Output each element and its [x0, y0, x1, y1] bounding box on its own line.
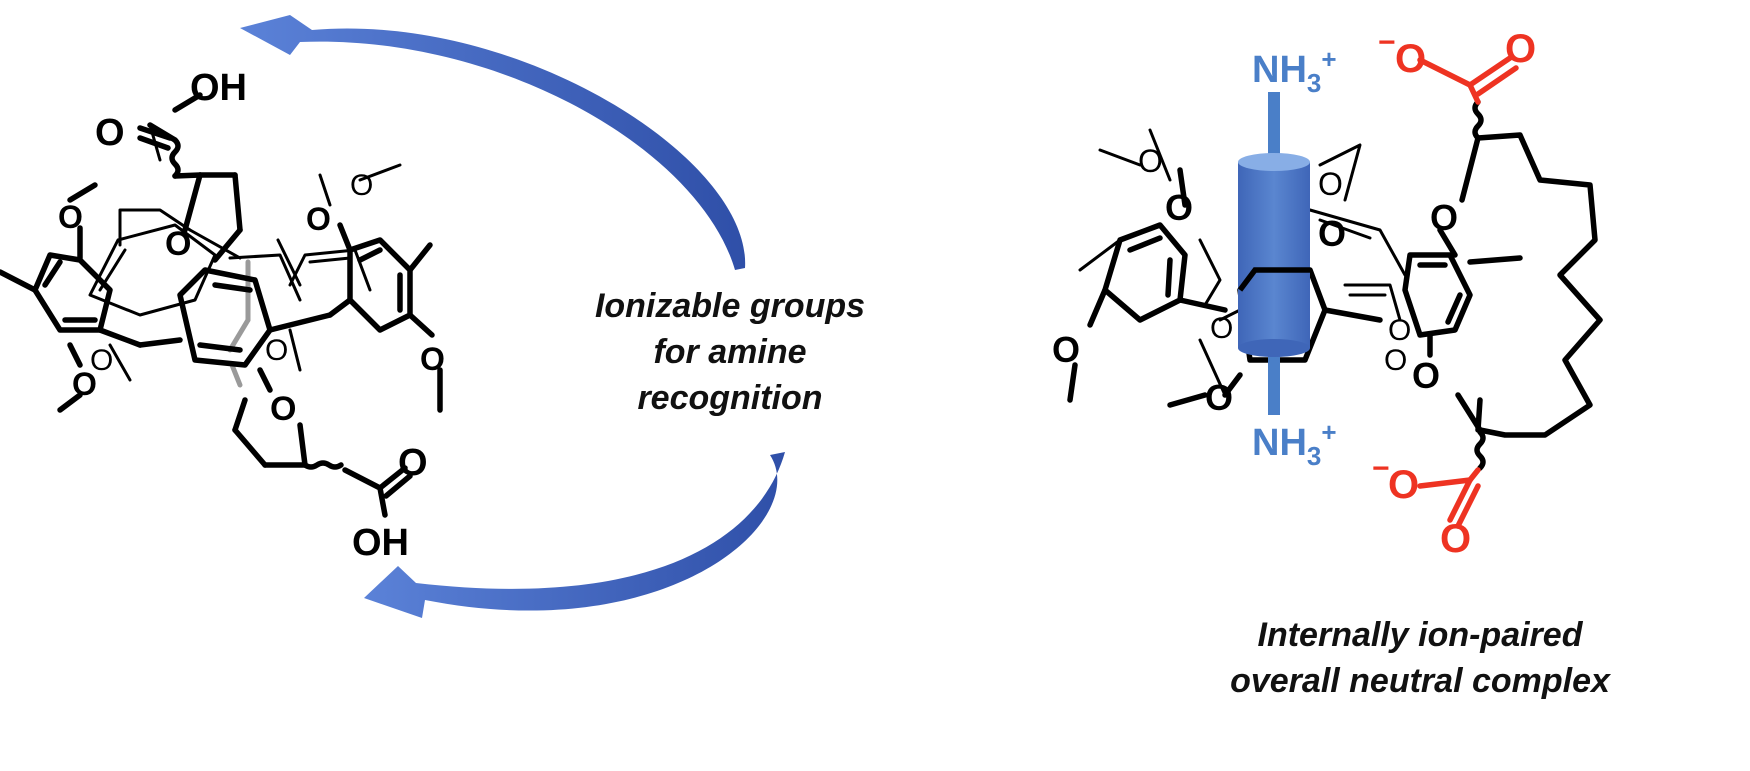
right-methoxy-o-3: O — [1205, 377, 1233, 418]
left-bold-bonds — [0, 92, 443, 518]
bottom-arrow-body — [364, 452, 785, 618]
center-caption-line-2: for amine — [653, 333, 807, 371]
left-bottom-acid-o: O — [398, 442, 428, 484]
right-ether-o-1: O — [1430, 197, 1458, 238]
right-methoxy-o-9: O — [1384, 344, 1407, 377]
carboxylate-bottom-o-double: O — [1440, 517, 1471, 561]
guest-cylinder-bottom — [1238, 339, 1310, 357]
bottom-curved-arrow — [364, 452, 785, 618]
right-methoxy-o-4: O — [1318, 213, 1346, 254]
center-caption-line-3: recognition — [637, 379, 823, 417]
left-methoxy-o-2: O — [72, 366, 97, 402]
guest-rod-bottom — [1268, 345, 1280, 415]
left-ether-o-1: O — [165, 225, 191, 263]
complex-caption: Internally ion-paired overall neutral co… — [1100, 612, 1740, 704]
left-methoxy-o-5: O — [350, 169, 373, 202]
left-atom-labels: OH O O OH O O O O O O O O O — [58, 67, 445, 564]
right-methoxy-o-5: O — [1138, 143, 1163, 179]
center-caption-line-1: Ionizable groups — [594, 287, 866, 325]
right-methoxy-o-7: O — [1210, 312, 1233, 345]
left-ether-o-2: O — [270, 390, 296, 428]
left-methoxy-o-3: O — [420, 341, 445, 377]
right-carboxylates — [1417, 55, 1519, 529]
left-bottom-acid-oh: OH — [352, 522, 409, 564]
left-top-acid-oh: OH — [190, 67, 247, 109]
guest-cylinder-body — [1238, 162, 1310, 348]
right-thin-rings — [1078, 128, 1407, 397]
carboxylate-top-charge: − — [1378, 26, 1396, 59]
right-methoxy-o-8: O — [1388, 314, 1411, 347]
carboxylate-bottom-charge: − — [1372, 452, 1390, 485]
top-arrow-body — [240, 15, 746, 270]
right-methoxy-o-1: O — [1165, 187, 1193, 228]
carboxylate-top-o-double: O — [1505, 27, 1536, 71]
center-caption: Ionizable groups for amine recognition — [560, 283, 900, 421]
ammonium-bottom-label: NH3+ — [1252, 417, 1337, 471]
carboxylate-bottom-o-single: O — [1388, 463, 1419, 507]
left-top-acid-o: O — [95, 112, 125, 154]
right-methoxy-o-6: O — [1318, 166, 1343, 202]
left-methoxy-o-7: O — [265, 334, 288, 367]
left-carbonyl-bonds — [137, 125, 413, 499]
ammonium-top-label: NH3+ — [1252, 44, 1337, 98]
carboxylate-top-o-single: O — [1395, 37, 1426, 81]
right-ether-o-2: O — [1412, 355, 1440, 396]
left-methoxy-o-6: O — [90, 344, 113, 377]
right-atom-labels: NH3+ NH3+ − O O − O O O O O O O O O O O … — [1052, 26, 1536, 561]
right-methoxy-o-2: O — [1052, 329, 1080, 370]
left-methoxy-o-1: O — [58, 199, 83, 235]
left-cavitand — [0, 92, 443, 518]
guest-rod-top — [1268, 92, 1280, 162]
top-curved-arrow — [240, 15, 746, 270]
complex-caption-line-2: overall neutral complex — [1230, 662, 1610, 700]
complex-caption-line-1: Internally ion-paired — [1257, 616, 1583, 654]
left-methoxy-o-4: O — [306, 201, 331, 237]
ammonium-guest — [1237, 92, 1310, 415]
guest-cylinder-top — [1238, 153, 1310, 171]
